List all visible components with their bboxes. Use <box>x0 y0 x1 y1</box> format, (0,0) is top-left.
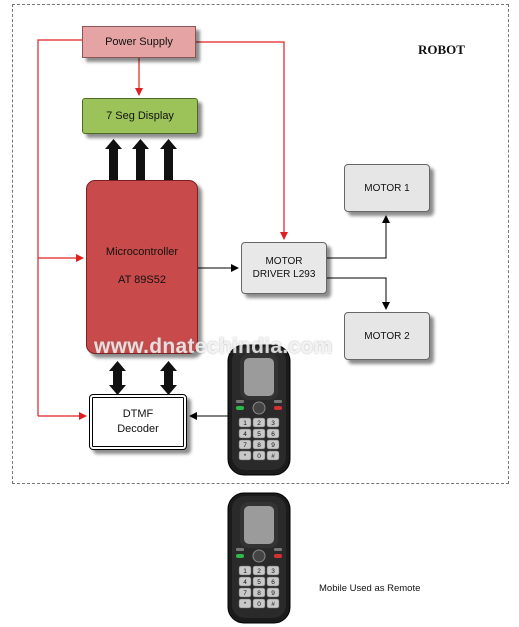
power-supply-block: Power Supply <box>82 26 196 58</box>
dtmf-label: DTMF <box>122 408 154 421</box>
microcontroller-block: Microcontroller AT 89S52 <box>86 180 198 354</box>
motor-driver-model: DRIVER L293 <box>252 269 316 280</box>
robot-boundary <box>12 4 509 484</box>
phone-key: 1 <box>243 420 247 427</box>
phone-key: 6 <box>271 579 275 586</box>
phone-key: 9 <box>271 442 275 449</box>
phone-key: 8 <box>257 590 261 597</box>
phone-key: 7 <box>243 590 247 597</box>
phone-key: 9 <box>271 590 275 597</box>
phone-key: 4 <box>243 431 247 438</box>
phone-key: 3 <box>271 420 275 427</box>
power-left-rail <box>37 39 82 416</box>
phone-key: 0 <box>257 453 261 460</box>
phone-key: 2 <box>257 568 261 575</box>
phone-key: 2 <box>257 420 261 427</box>
decoder-label: Decoder <box>117 423 159 435</box>
mobile-remote-icon: 1 2 3 4 5 6 7 8 9 * 0 # <box>227 492 291 624</box>
phone-key: 5 <box>257 431 261 438</box>
mobile-caption: Mobile Used as Remote <box>319 583 421 594</box>
seven-seg-display-block: 7 Seg Display <box>82 98 198 134</box>
motor2-block: MOTOR 2 <box>344 312 430 360</box>
driver-to-motor2-line <box>327 277 390 310</box>
phone-key: * <box>244 453 247 460</box>
robot-title: ROBOT <box>418 42 465 57</box>
phone-key: 6 <box>271 431 275 438</box>
phone-key: # <box>271 453 275 460</box>
phone-key: # <box>271 601 275 608</box>
phone-key: 7 <box>243 442 247 449</box>
motor1-block: MOTOR 1 <box>344 164 430 212</box>
motor-driver-label: MOTOR <box>265 256 303 267</box>
motor-driver-block: MOTOR DRIVER L293 <box>241 242 327 294</box>
phone-key: 5 <box>257 579 261 586</box>
driver-to-motor1-line <box>327 215 390 259</box>
phone-key: 3 <box>271 568 275 575</box>
dtmf-decoder-block: DTMF Decoder <box>89 394 187 450</box>
microcontroller-model: AT 89S52 <box>118 274 166 286</box>
power-to-driver-line <box>196 41 288 240</box>
phone-key: 8 <box>257 442 261 449</box>
phone-key: 1 <box>243 568 247 575</box>
phone-key: * <box>244 601 247 608</box>
microcontroller-label: Microcontroller <box>105 246 179 259</box>
mobile-phone-icon: 1 2 3 4 5 6 7 8 9 * 0 # <box>227 344 291 476</box>
watermark: www.dnatechindia.com <box>94 335 333 358</box>
mcu-to-7seg-bus <box>105 139 177 182</box>
phone-key: 4 <box>243 579 247 586</box>
phone-key: 0 <box>257 601 261 608</box>
mcu-dtmf-bus <box>109 361 177 395</box>
